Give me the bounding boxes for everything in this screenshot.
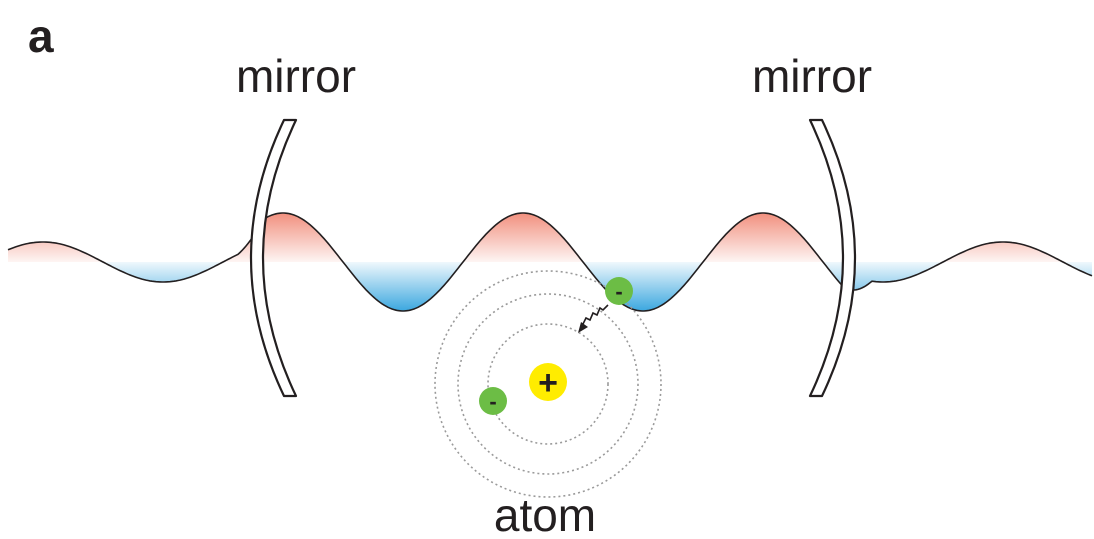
mirror-left-label: mirror [236, 50, 356, 102]
atom-label: atom [494, 489, 596, 539]
photon-arrowhead [578, 322, 588, 333]
nucleus-sign: + [538, 364, 558, 402]
electron-inner-sign: - [489, 389, 496, 414]
photon-squiggle [583, 305, 608, 324]
panel-label: a [28, 10, 54, 62]
electron-outer-sign: - [615, 279, 622, 304]
standing-wave [8, 213, 1092, 311]
mirror-right-label: mirror [752, 50, 872, 102]
